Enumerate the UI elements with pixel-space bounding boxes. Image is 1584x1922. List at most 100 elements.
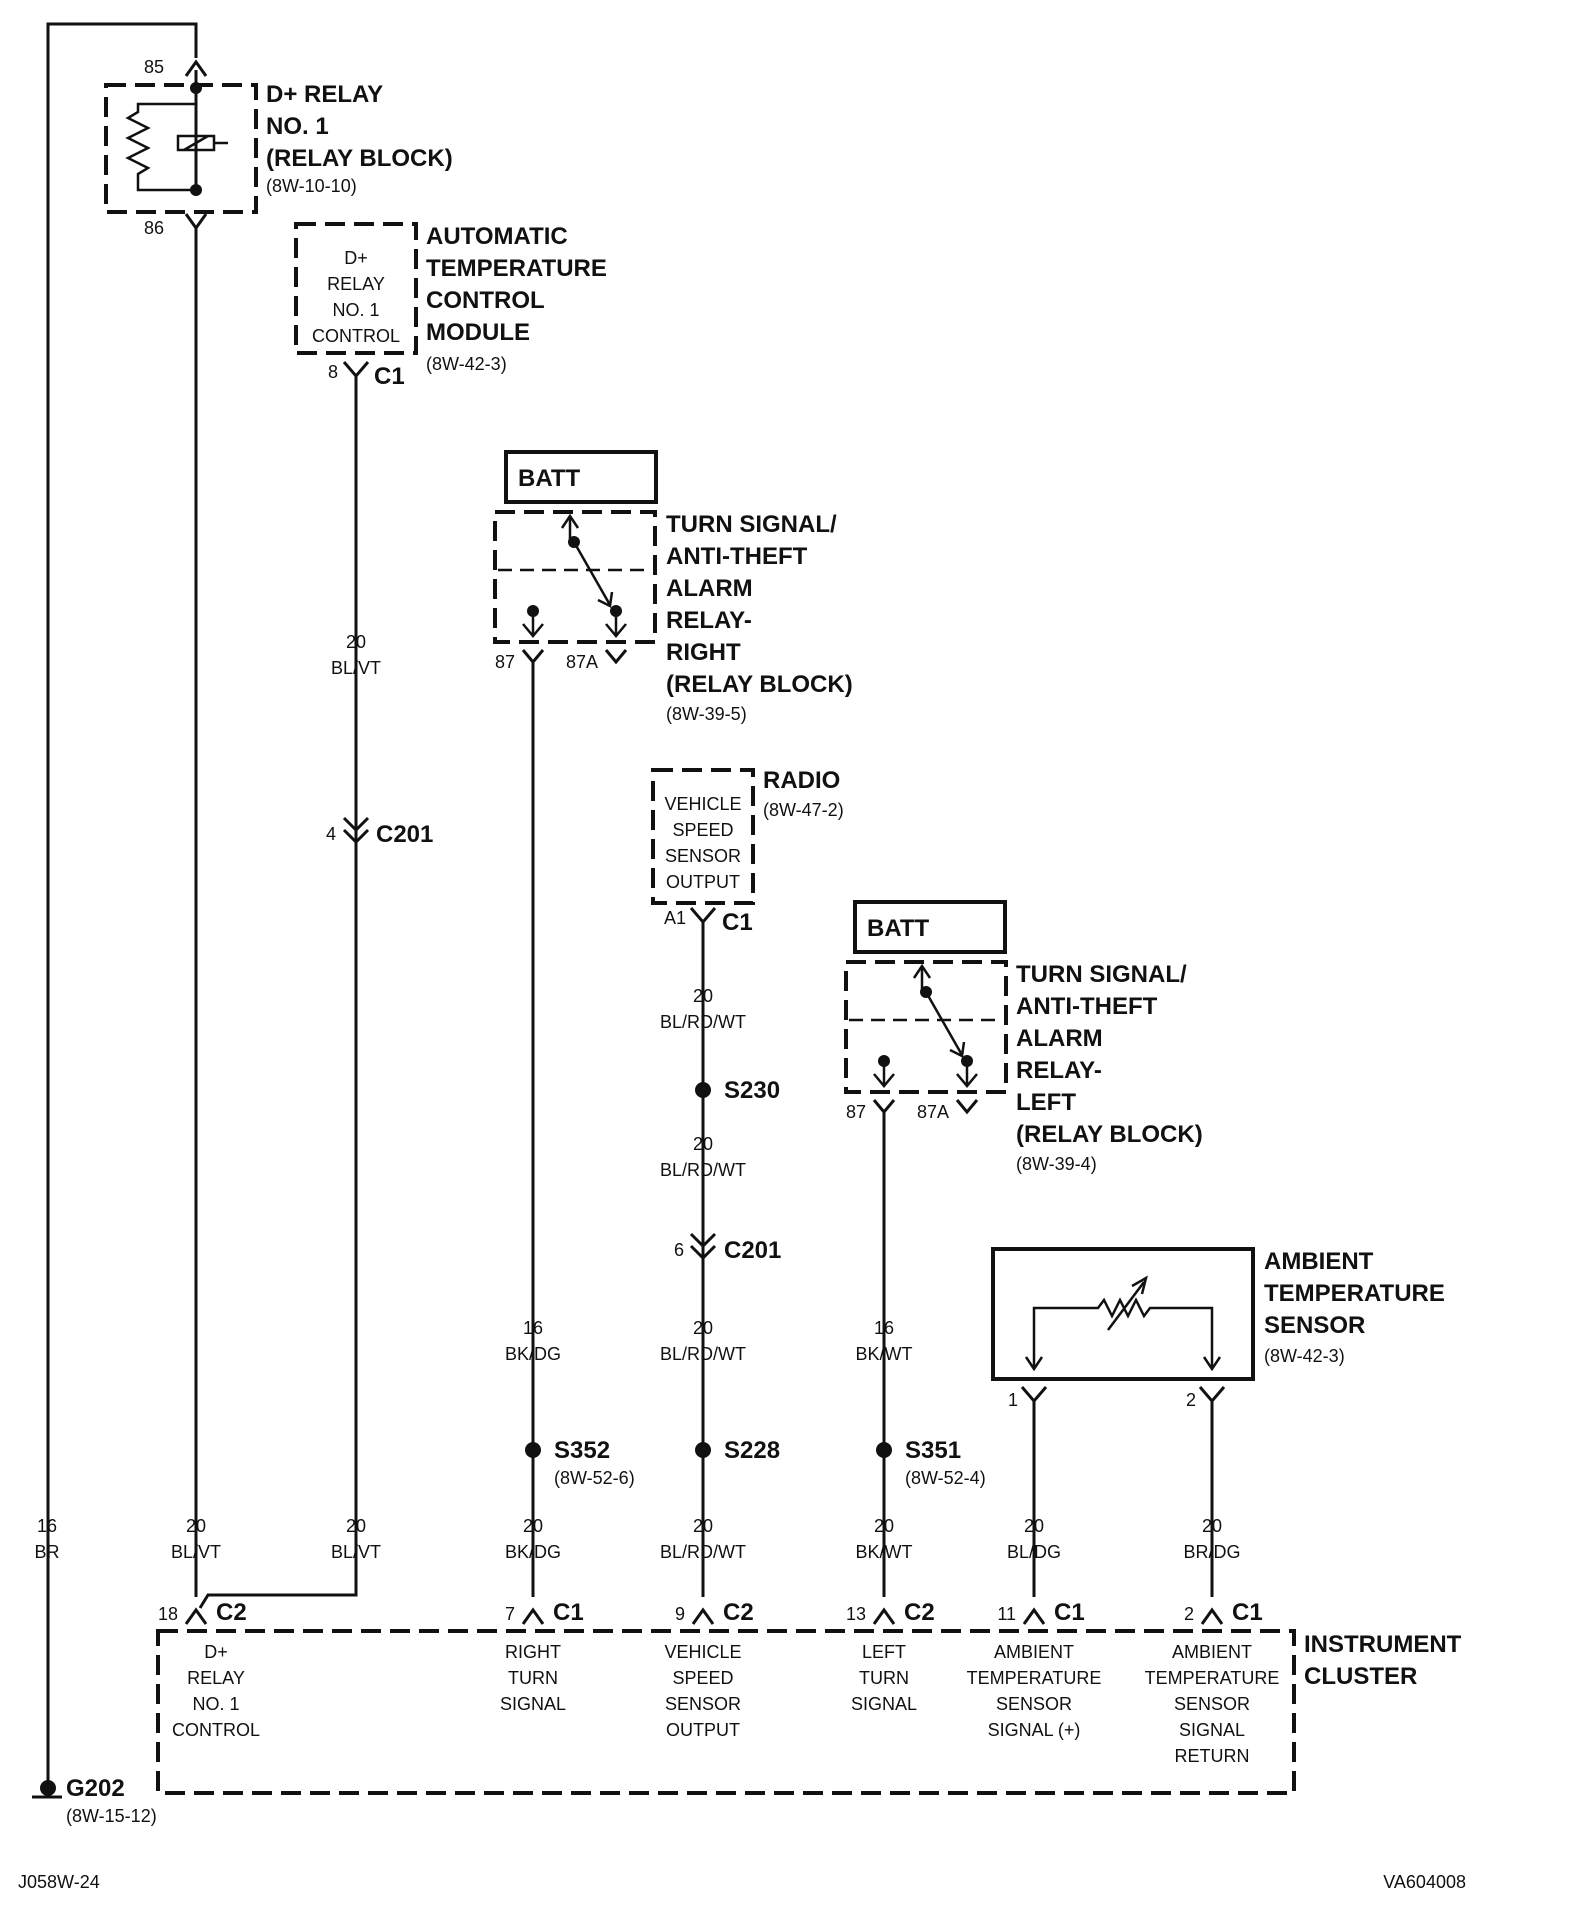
cluster-pin-18: 18 C2 D+ RELAY NO. 1 CONTROL bbox=[158, 1599, 260, 1740]
batt-label-right: BATT bbox=[518, 465, 581, 492]
batt-box-left bbox=[853, 900, 1007, 954]
svg-text:SIGNAL: SIGNAL bbox=[1179, 1720, 1245, 1740]
svg-text:RIGHT: RIGHT bbox=[505, 1642, 561, 1662]
svg-text:SPEED: SPEED bbox=[672, 1668, 733, 1688]
svg-text:D+: D+ bbox=[204, 1642, 228, 1662]
svg-text:CONTROL: CONTROL bbox=[172, 1720, 260, 1740]
svg-text:NO. 1: NO. 1 bbox=[332, 300, 379, 320]
radio-title: RADIO bbox=[763, 767, 840, 794]
ground-ref: (8W-15-12) bbox=[66, 1806, 157, 1826]
svg-text:TURN: TURN bbox=[508, 1668, 558, 1688]
s351-ref: (8W-52-4) bbox=[905, 1468, 986, 1488]
svg-text:BK/WT: BK/WT bbox=[856, 1344, 913, 1364]
cluster-pin-13: 13 C2 LEFT TURN SIGNAL bbox=[846, 1599, 935, 1714]
d-relay-ref: (8W-10-10) bbox=[266, 176, 357, 196]
footer-right-code: VA604008 bbox=[1383, 1872, 1466, 1892]
svg-text:CONTROL: CONTROL bbox=[312, 326, 400, 346]
svg-text:MODULE: MODULE bbox=[426, 319, 530, 346]
instrument-cluster-box bbox=[156, 1629, 1296, 1795]
svg-text:AMBIENT: AMBIENT bbox=[994, 1642, 1074, 1662]
svg-text:C2: C2 bbox=[723, 1599, 754, 1626]
svg-text:RETURN: RETURN bbox=[1175, 1746, 1250, 1766]
instrument-cluster-title: INSTRUMENT CLUSTER bbox=[1304, 1631, 1462, 1690]
turn-relay-right-title: TURN SIGNAL/ ANTI-THEFT ALARM RELAY- RIG… bbox=[666, 511, 853, 698]
svg-text:RELAY-: RELAY- bbox=[666, 607, 752, 634]
c201-a-label: C201 bbox=[376, 821, 433, 848]
turn-relay-left-title: TURN SIGNAL/ ANTI-THEFT ALARM RELAY- LEF… bbox=[1016, 961, 1203, 1148]
svg-text:SENSOR: SENSOR bbox=[996, 1694, 1072, 1714]
svg-text:C2: C2 bbox=[216, 1599, 247, 1626]
svg-text:CONTROL: CONTROL bbox=[426, 287, 545, 314]
cluster-pin-9: 9 C2 VEHICLE SPEED SENSOR OUTPUT bbox=[664, 1599, 753, 1740]
batt-label-left: BATT bbox=[867, 915, 930, 942]
turn-relay-left-ref: (8W-39-4) bbox=[1016, 1154, 1097, 1174]
ground-name: G202 bbox=[66, 1775, 125, 1802]
radio-ref: (8W-47-2) bbox=[763, 800, 844, 820]
wire-label-radio-low: 20 BL/RD/WT bbox=[660, 1516, 746, 1562]
svg-text:BK/WT: BK/WT bbox=[856, 1542, 913, 1562]
c201-connector-b bbox=[689, 1232, 717, 1261]
s352-label: S352 bbox=[554, 1437, 610, 1464]
svg-text:C2: C2 bbox=[904, 1599, 935, 1626]
svg-text:LEFT: LEFT bbox=[1016, 1089, 1076, 1116]
svg-text:VEHICLE: VEHICLE bbox=[664, 794, 741, 814]
svg-text:SIGNAL (+): SIGNAL (+) bbox=[988, 1720, 1081, 1740]
svg-text:20: 20 bbox=[346, 632, 366, 652]
ground-wire bbox=[46, 22, 198, 1790]
wire-label-amb2-low: 20 BR/DG bbox=[1183, 1516, 1240, 1562]
svg-text:OUTPUT: OUTPUT bbox=[666, 872, 740, 892]
svg-text:ALARM: ALARM bbox=[666, 575, 753, 602]
svg-text:BR/DG: BR/DG bbox=[1183, 1542, 1240, 1562]
c201-pin-b: 6 bbox=[674, 1240, 684, 1260]
atc-connector: C1 bbox=[374, 363, 405, 390]
svg-text:ANTI-THEFT: ANTI-THEFT bbox=[1016, 993, 1158, 1020]
radio-box bbox=[651, 768, 755, 1597]
wire-label-left-upper: 16 BK/WT bbox=[856, 1318, 913, 1364]
svg-text:TEMPERATURE: TEMPERATURE bbox=[967, 1668, 1102, 1688]
svg-text:ALARM: ALARM bbox=[1016, 1025, 1103, 1052]
left-pin-87a: 87A bbox=[917, 1102, 949, 1122]
svg-text:2: 2 bbox=[1184, 1604, 1194, 1624]
svg-text:20: 20 bbox=[1202, 1516, 1222, 1536]
d-relay-box bbox=[104, 59, 258, 231]
wire-label-relay-low: 20 BL/VT bbox=[171, 1516, 221, 1562]
wire-label-left-low: 20 BK/WT bbox=[856, 1516, 913, 1562]
s230-label: S230 bbox=[724, 1077, 780, 1104]
wire-label-atc-upper: 20 BL/VT bbox=[331, 632, 381, 678]
wire-label-radio-1: 20 BL/RD/WT bbox=[660, 986, 746, 1032]
atc-module-ref: (8W-42-3) bbox=[426, 354, 507, 374]
svg-text:VEHICLE: VEHICLE bbox=[664, 1642, 741, 1662]
s228-splice bbox=[695, 1442, 711, 1458]
svg-text:AMBIENT: AMBIENT bbox=[1172, 1642, 1252, 1662]
svg-text:BL/VT: BL/VT bbox=[331, 658, 381, 678]
svg-text:BL/RD/WT: BL/RD/WT bbox=[660, 1344, 746, 1364]
atc-pin: 8 bbox=[328, 362, 338, 382]
svg-text:TEMPERATURE: TEMPERATURE bbox=[1264, 1280, 1445, 1307]
svg-text:(RELAY BLOCK): (RELAY BLOCK) bbox=[666, 671, 853, 698]
atc-module-title: AUTOMATIC TEMPERATURE CONTROL MODULE bbox=[426, 223, 607, 346]
svg-text:20: 20 bbox=[186, 1516, 206, 1536]
svg-text:20: 20 bbox=[874, 1516, 894, 1536]
left-pin-87: 87 bbox=[846, 1102, 866, 1122]
svg-text:TEMPERATURE: TEMPERATURE bbox=[426, 255, 607, 282]
wire-label-radio-2: 20 BL/RD/WT bbox=[660, 1134, 746, 1180]
svg-text:20: 20 bbox=[1024, 1516, 1044, 1536]
turn-relay-left-box bbox=[844, 960, 1008, 1115]
svg-text:20: 20 bbox=[693, 1516, 713, 1536]
svg-text:7: 7 bbox=[505, 1604, 515, 1624]
svg-text:20: 20 bbox=[693, 1318, 713, 1338]
svg-text:BL/RD/WT: BL/RD/WT bbox=[660, 1160, 746, 1180]
wire-label-amb1-low: 20 BL/DG bbox=[1007, 1516, 1061, 1562]
ambient-sensor-title: AMBIENT TEMPERATURE SENSOR bbox=[1264, 1248, 1445, 1339]
svg-text:D+: D+ bbox=[344, 248, 368, 268]
s351-splice bbox=[876, 1442, 892, 1458]
s228-label: S228 bbox=[724, 1437, 780, 1464]
svg-text:18: 18 bbox=[158, 1604, 178, 1624]
svg-text:SENSOR: SENSOR bbox=[665, 1694, 741, 1714]
svg-text:CLUSTER: CLUSTER bbox=[1304, 1663, 1417, 1690]
svg-text:BK/DG: BK/DG bbox=[505, 1344, 561, 1364]
svg-text:20: 20 bbox=[523, 1516, 543, 1536]
batt-box-right bbox=[504, 450, 658, 504]
footer-left-code: J058W-24 bbox=[18, 1872, 100, 1892]
